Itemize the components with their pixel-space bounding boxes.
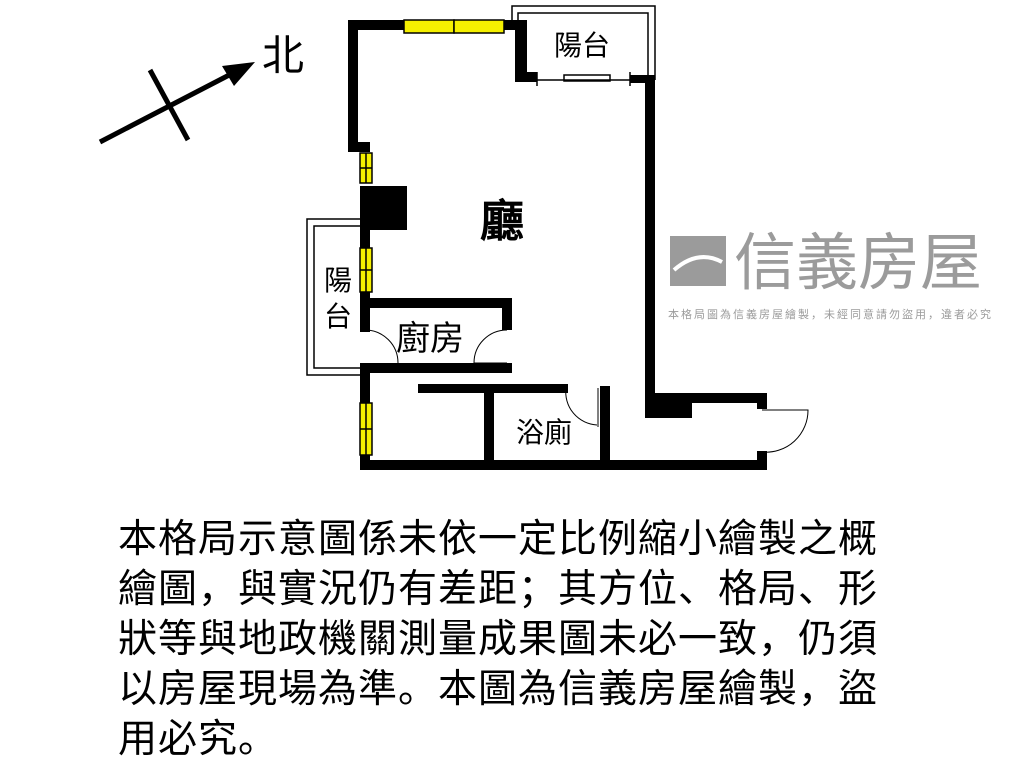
watermark: 信義房屋 本格局圖為信義房屋繪製，未經同意請勿盜用，違者必究	[668, 226, 993, 321]
north-label: 北	[262, 31, 304, 80]
watermark-brand: 信義房屋	[734, 226, 982, 299]
bathroom-door	[565, 387, 598, 426]
disclaimer-line: 狀等與地政機關測量成果圖未必一致，仍須	[118, 617, 879, 662]
entry-door	[761, 409, 809, 453]
windows	[359, 19, 505, 456]
room-balcony-left-2: 台	[324, 300, 352, 333]
room-kitchen: 廚房	[396, 319, 464, 359]
kitchen-door-right	[473, 329, 508, 364]
room-living: 廳	[480, 196, 524, 247]
disclaimer-text: 本格局示意圖係未依一定比例縮小繪製之概 繪圖，與實況仍有差距；其方位、格局、形 …	[118, 515, 938, 765]
room-balcony-left-1: 陽	[324, 264, 352, 297]
walls	[348, 20, 767, 470]
room-bathroom: 浴廁	[516, 416, 572, 449]
room-balcony-top: 陽台	[554, 29, 610, 62]
disclaimer-line: 用必究。	[118, 717, 279, 762]
doors	[364, 329, 809, 453]
disclaimer-line: 本格局示意圖係未依一定比例縮小繪製之概	[118, 517, 879, 562]
north-compass-icon	[98, 62, 255, 145]
kitchen-door-left	[364, 329, 399, 364]
balcony-left-outline	[306, 218, 360, 376]
disclaimer-line: 繪圖，與實況仍有差距；其方位、格局、形	[118, 567, 879, 612]
watermark-notice: 本格局圖為信義房屋繪製，未經同意請勿盜用，違者必究	[668, 307, 993, 321]
balcony-top-outline	[511, 5, 656, 86]
disclaimer-line: 以房屋現場為準。本圖為信義房屋繪製，盜	[118, 667, 879, 712]
